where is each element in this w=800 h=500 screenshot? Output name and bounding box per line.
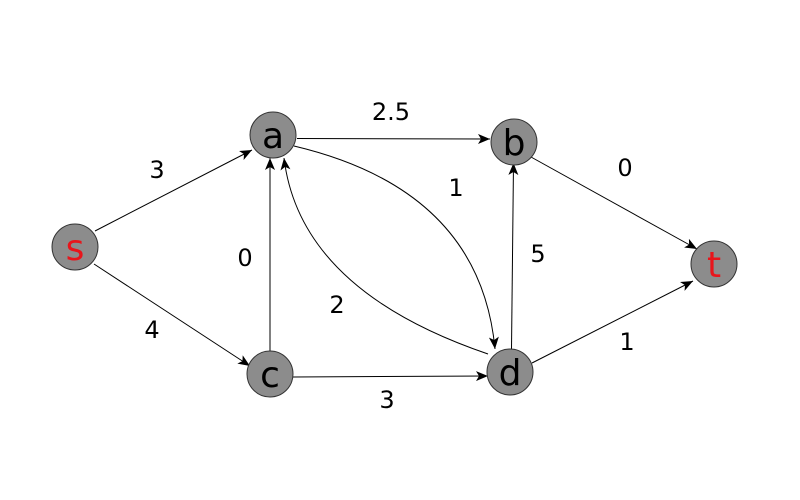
node-s: s [51, 223, 99, 271]
node-a: a [249, 111, 297, 159]
edge-a-d [293, 145, 499, 350]
node-d-circle [486, 348, 534, 396]
edge-weights: 3 4 2.5 1 2 0 3 5 0 1 [144, 98, 634, 414]
weight-label-a-d: 1 [448, 174, 463, 202]
node-t-label: t [707, 245, 721, 286]
edge-c-d [292, 371, 489, 382]
node-a-label: a [262, 116, 284, 157]
weight-label-d-t: 1 [619, 328, 634, 356]
weight-label-s-a: 3 [149, 156, 164, 184]
weight-label-c-d: 3 [379, 386, 394, 414]
node-t: t [690, 240, 738, 288]
edge-d-t [531, 280, 694, 364]
node-a-circle [249, 111, 297, 159]
node-b-label: b [503, 123, 526, 164]
node-d-label: d [499, 353, 522, 394]
weight-label-d-a: 2 [329, 291, 344, 319]
node-c-circle [246, 350, 294, 398]
weight-label-s-c: 4 [144, 316, 159, 344]
node-d: d [486, 348, 534, 396]
edge-d-a [280, 157, 489, 355]
weight-label-a-b: 2.5 [372, 98, 410, 126]
edge-s-c [93, 263, 251, 367]
edge-b-t [530, 156, 698, 250]
node-c: c [246, 350, 294, 398]
weight-label-b-t: 0 [617, 154, 632, 182]
node-c-label: c [260, 355, 280, 396]
nodes: s a b c d t [51, 111, 738, 398]
node-b: b [490, 118, 538, 166]
node-b-circle [490, 118, 538, 166]
node-s-label: s [66, 228, 85, 269]
edge-s-a [94, 149, 253, 232]
node-s-circle [51, 223, 99, 271]
weight-label-d-b: 5 [530, 240, 545, 268]
node-t-circle [690, 240, 738, 288]
edge-d-b [508, 162, 519, 350]
edges [93, 133, 698, 382]
weight-label-c-a: 0 [237, 244, 252, 272]
edge-a-b [296, 133, 491, 144]
